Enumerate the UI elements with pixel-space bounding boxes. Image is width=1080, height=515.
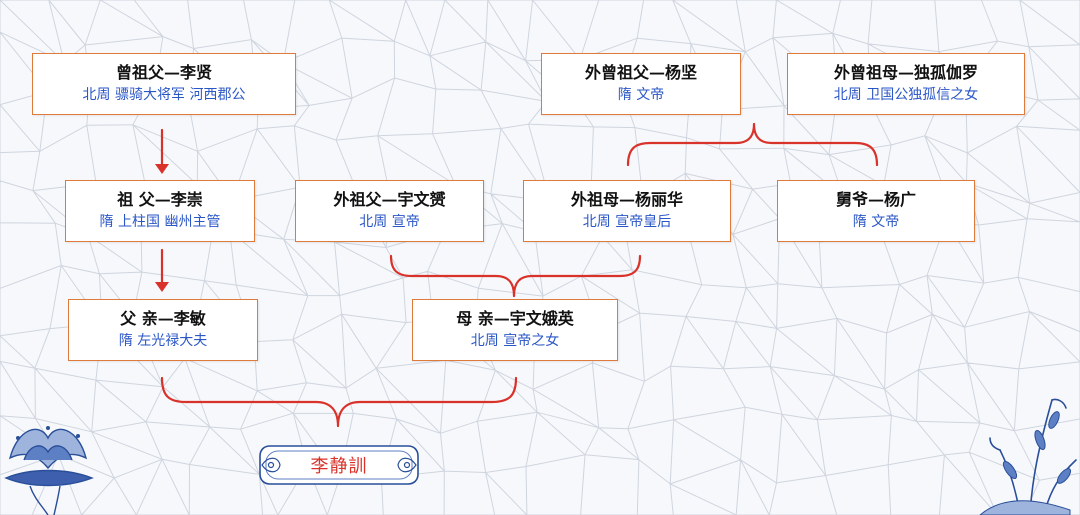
node-maternal-grandfather: 外祖父—宇文赟 北周 宣帝 bbox=[295, 180, 484, 242]
node-father: 父 亲—李敏 隋 左光禄大夫 bbox=[68, 299, 258, 361]
node-maternal-grandmother: 外祖母—杨丽华 北周 宣帝皇后 bbox=[523, 180, 731, 242]
node-description: 隋 上柱国 幽州主管 bbox=[99, 214, 221, 230]
node-name: 舅爷—杨广 bbox=[835, 190, 916, 209]
node-grandfather: 祖 父—李崇 隋 上柱国 幽州主管 bbox=[65, 180, 255, 242]
node-name: 外祖母—杨丽华 bbox=[570, 190, 683, 209]
node-name: 曾祖父—李贤 bbox=[115, 63, 212, 82]
lotus-decoration-left bbox=[4, 426, 94, 515]
node-description: 北周 宣帝之女 bbox=[470, 333, 560, 349]
brace-parents bbox=[160, 376, 518, 428]
brace-maternal-grandparents bbox=[389, 254, 642, 298]
subject-name: 李静訓 bbox=[310, 456, 368, 477]
reed-decoration-right bbox=[979, 398, 1077, 515]
node-name: 母 亲—宇文娥英 bbox=[456, 309, 574, 328]
node-description: 北周 宣帝 bbox=[359, 214, 420, 230]
node-description: 北周 宣帝皇后 bbox=[582, 214, 672, 230]
node-name: 外曾祖母—独孤伽罗 bbox=[833, 63, 978, 82]
node-name: 外曾祖父—杨坚 bbox=[584, 63, 697, 82]
node-mother: 母 亲—宇文娥英 北周 宣帝之女 bbox=[412, 299, 618, 361]
arrow-head-2 bbox=[155, 282, 169, 292]
node-maternal-great-uncle: 舅爷—杨广 隋 文帝 bbox=[777, 180, 975, 242]
node-description: 隋 文帝 bbox=[617, 87, 665, 103]
node-name: 祖 父—李崇 bbox=[117, 190, 203, 209]
node-maternal-great-grandfather: 外曾祖父—杨坚 隋 文帝 bbox=[541, 53, 741, 115]
arrow-head-1 bbox=[155, 164, 169, 174]
node-description: 北周 卫国公独孤信之女 bbox=[833, 87, 979, 103]
node-description: 北周 骠骑大将军 河西郡公 bbox=[82, 87, 246, 103]
node-description: 隋 左光禄大夫 bbox=[118, 333, 208, 349]
node-maternal-great-grandmother: 外曾祖母—独孤伽罗 北周 卫国公独孤信之女 bbox=[787, 53, 1025, 115]
brace-maternal-great-grandparents bbox=[626, 122, 879, 167]
node-great-grandfather: 曾祖父—李贤 北周 骠骑大将军 河西郡公 bbox=[32, 53, 296, 115]
node-name: 外祖父—宇文赟 bbox=[333, 190, 446, 209]
node-description: 隋 文帝 bbox=[852, 214, 900, 230]
subject-plaque bbox=[259, 445, 419, 485]
node-name: 父 亲—李敏 bbox=[120, 309, 206, 328]
